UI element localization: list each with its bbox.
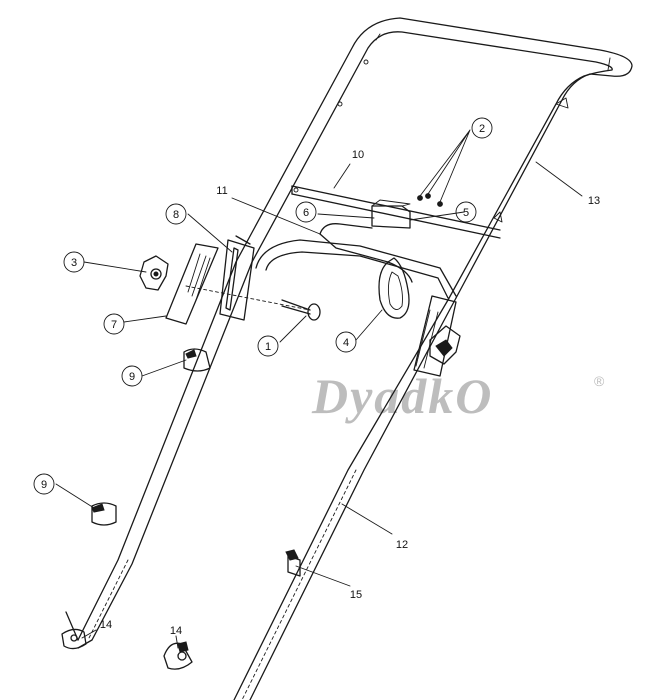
label-15: 15 — [350, 589, 362, 601]
lower-tube-left — [65, 261, 253, 649]
callout-1: 1 — [257, 335, 279, 357]
callout-9-lower: 9 — [33, 473, 55, 495]
callout-8: 8 — [165, 203, 187, 225]
callout-1-label: 1 — [265, 341, 271, 353]
callout-6-label: 6 — [303, 207, 309, 219]
cable-tie — [285, 549, 301, 577]
upper-handle — [235, 17, 633, 301]
watermark-registered-mark: ® — [594, 373, 605, 389]
clamp-left — [165, 235, 311, 325]
watermark: DyadkO ® — [311, 368, 605, 424]
label-14-right: 14 — [170, 625, 182, 637]
cable-clip-lower — [91, 502, 117, 526]
lower-tube-right — [233, 297, 457, 700]
cable-clip-upper — [183, 348, 211, 372]
callout-3: 3 — [63, 251, 85, 273]
label-13: 13 — [588, 195, 600, 207]
callout-2: 2 — [471, 117, 493, 139]
screws — [417, 193, 443, 207]
callout-5-label: 5 — [463, 207, 469, 219]
callout-4-label: 4 — [343, 337, 349, 349]
callout-2-label: 2 — [479, 123, 485, 135]
cross-bar — [291, 185, 501, 239]
callout-4: 4 — [335, 331, 357, 353]
callout-9-upper-label: 9 — [129, 371, 135, 383]
callout-7-label: 7 — [111, 319, 117, 331]
leader-lines — [55, 129, 583, 649]
clamp-right — [413, 295, 461, 377]
label-11: 11 — [216, 185, 227, 197]
callout-8-label: 8 — [173, 209, 179, 221]
cable-retainer — [378, 257, 410, 319]
hardware-left — [61, 628, 87, 650]
label-10: 10 — [352, 149, 364, 161]
label-12: 12 — [396, 539, 408, 551]
callout-6: 6 — [295, 201, 317, 223]
label-14-left: 14 — [100, 619, 112, 631]
callout-5: 5 — [455, 201, 477, 223]
watermark-text: DyadkO — [311, 368, 493, 424]
carriage-bolt — [281, 299, 321, 321]
bail-handle — [255, 223, 457, 299]
knob-left — [139, 255, 169, 291]
callout-9-lower-label: 9 — [41, 479, 47, 491]
callout-7: 7 — [103, 313, 125, 335]
callout-9-upper: 9 — [121, 365, 143, 387]
hardware-right — [163, 641, 193, 670]
callout-3-label: 3 — [71, 257, 77, 269]
